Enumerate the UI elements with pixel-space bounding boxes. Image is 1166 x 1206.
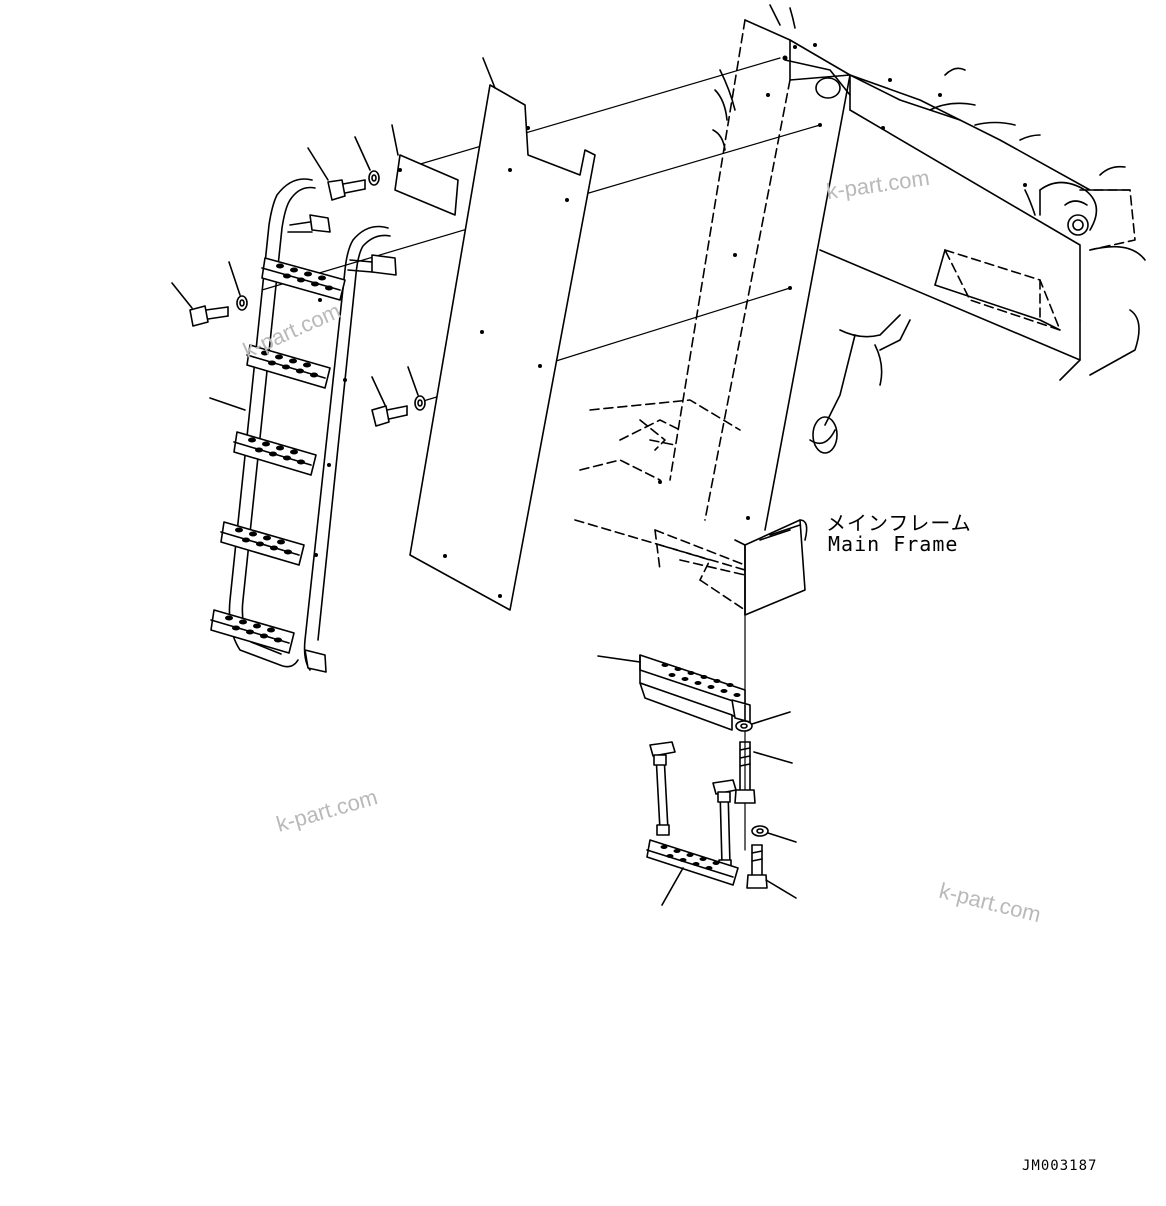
ladder-step — [246, 344, 331, 389]
washer-icon — [735, 711, 791, 732]
step-plate — [597, 654, 751, 731]
washer-icon — [228, 261, 248, 311]
ladder-step — [220, 521, 305, 566]
washer-icon — [407, 366, 426, 411]
ladder-step — [233, 431, 317, 476]
bolt-icon — [746, 844, 797, 899]
bolt-washer-set — [171, 136, 426, 427]
ladder-step — [261, 257, 346, 301]
cover-panel — [409, 57, 596, 611]
main-frame-label-jp: メインフレーム — [826, 511, 972, 535]
washer-icon — [354, 136, 380, 186]
small-plate — [391, 124, 459, 216]
bolt-icon — [734, 741, 793, 804]
drawing-code: JM003187 — [1022, 1158, 1098, 1174]
hanging-step — [646, 741, 739, 906]
bolt-icon — [307, 147, 366, 201]
bolt-icon — [371, 376, 408, 427]
ladder — [209, 178, 397, 673]
ladder-step — [210, 609, 295, 654]
lower-fasteners — [734, 704, 797, 899]
bolt-icon — [171, 282, 229, 327]
main-frame — [574, 4, 1146, 616]
main-frame-label-en: Main Frame — [828, 532, 959, 556]
washer-icon — [751, 825, 797, 843]
